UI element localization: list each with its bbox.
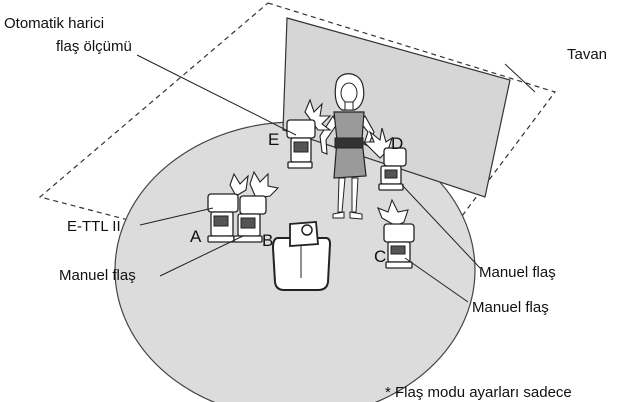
flash-unit-b xyxy=(233,170,280,243)
label-ettl: E-TTL II xyxy=(67,218,121,235)
flash-unit-e xyxy=(286,98,332,169)
label-manual-left: Manuel flaş xyxy=(59,267,136,284)
footnote: * Flaş modu ayarları sadece xyxy=(385,384,572,401)
flash-unit-a xyxy=(207,172,249,243)
flash-unit-c xyxy=(377,198,415,269)
leader-lines xyxy=(136,54,536,303)
label-auto-external-2: flaş ölçümü xyxy=(56,38,132,55)
unit-label-c: C xyxy=(374,247,386,266)
label-manual-right-1: Manuel flaş xyxy=(479,264,556,281)
unit-label-a: A xyxy=(190,227,202,246)
label-ceiling: Tavan xyxy=(567,46,607,63)
label-manual-right-2: Manuel flaş xyxy=(472,299,549,316)
unit-label-d: D xyxy=(391,134,403,153)
unit-label-e: E xyxy=(268,130,279,149)
label-auto-external-1: Otomatik harici xyxy=(4,15,104,32)
flash-unit-d xyxy=(362,127,407,191)
backdrop-wall xyxy=(282,17,511,198)
unit-label-b: B xyxy=(262,231,273,250)
model-figure xyxy=(319,73,375,220)
camera-icon xyxy=(271,221,332,291)
